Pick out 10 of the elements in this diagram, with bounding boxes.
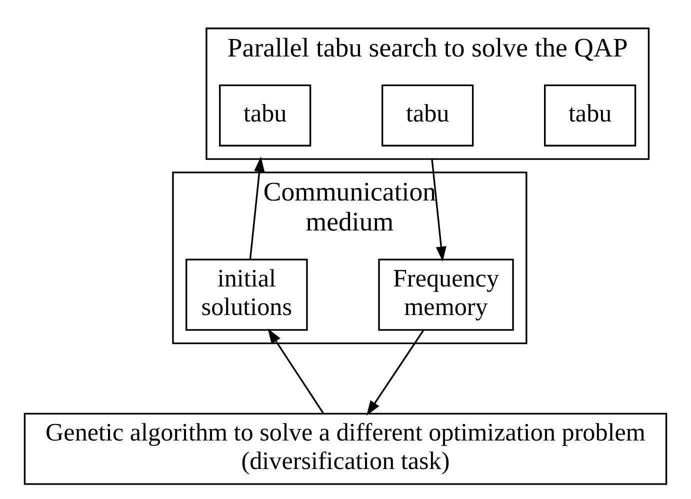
node-box: initial solutions [186, 258, 308, 331]
arrow [366, 330, 424, 416]
arrow [268, 328, 324, 414]
arrow [249, 156, 265, 260]
node-box: tabu [382, 84, 474, 146]
node-box: tabu [544, 84, 636, 146]
node-box: Genetic algorithm to solve a different optimization problem (diversification task) [24, 412, 668, 485]
node-box: tabu [219, 84, 312, 146]
arrow [431, 158, 446, 262]
node-box: Frequency memory [378, 258, 514, 331]
